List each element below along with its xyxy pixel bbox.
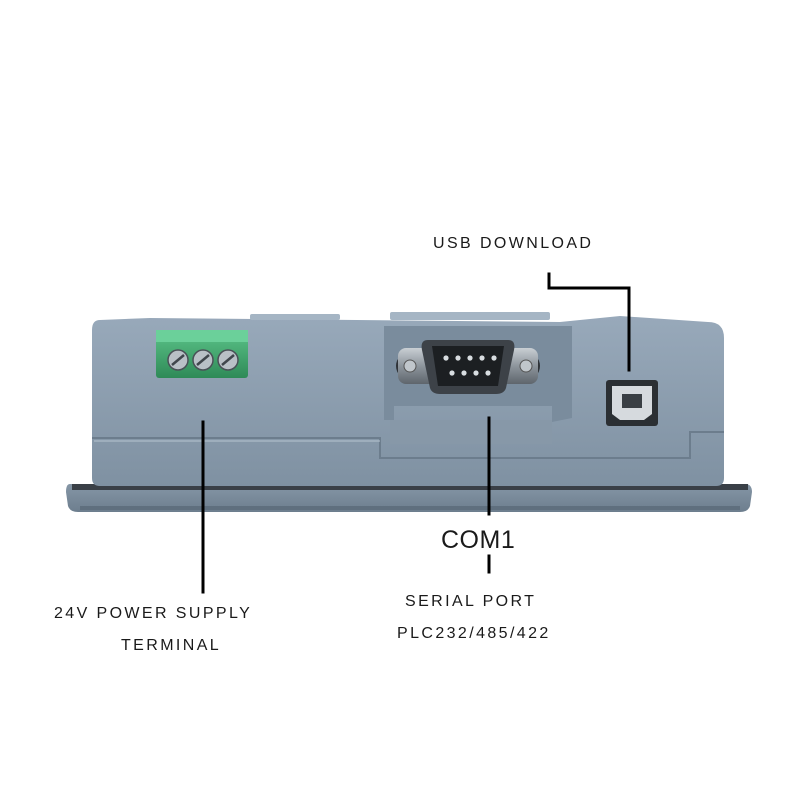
power-terminal-block <box>156 330 248 378</box>
leader-lines <box>201 272 631 594</box>
serial-protocol-label: PLC232/485/422 <box>397 625 551 642</box>
power-supply-label: 24V POWER SUPPLY <box>54 605 253 622</box>
db9-connector-icon <box>396 340 540 394</box>
screw-icon <box>167 349 189 371</box>
serial-port-label: SERIAL PORT <box>405 593 537 610</box>
screw-icon <box>192 349 214 371</box>
com1-label: COM1 <box>441 526 516 554</box>
front-bezel <box>66 484 752 512</box>
usb-download-label: USB DOWNLOAD <box>433 235 594 252</box>
usb-type-b-port-icon <box>606 380 658 426</box>
usb-leader-line <box>547 272 631 372</box>
screw-icon <box>217 349 239 371</box>
power-terminal-label: TERMINAL <box>121 637 222 654</box>
